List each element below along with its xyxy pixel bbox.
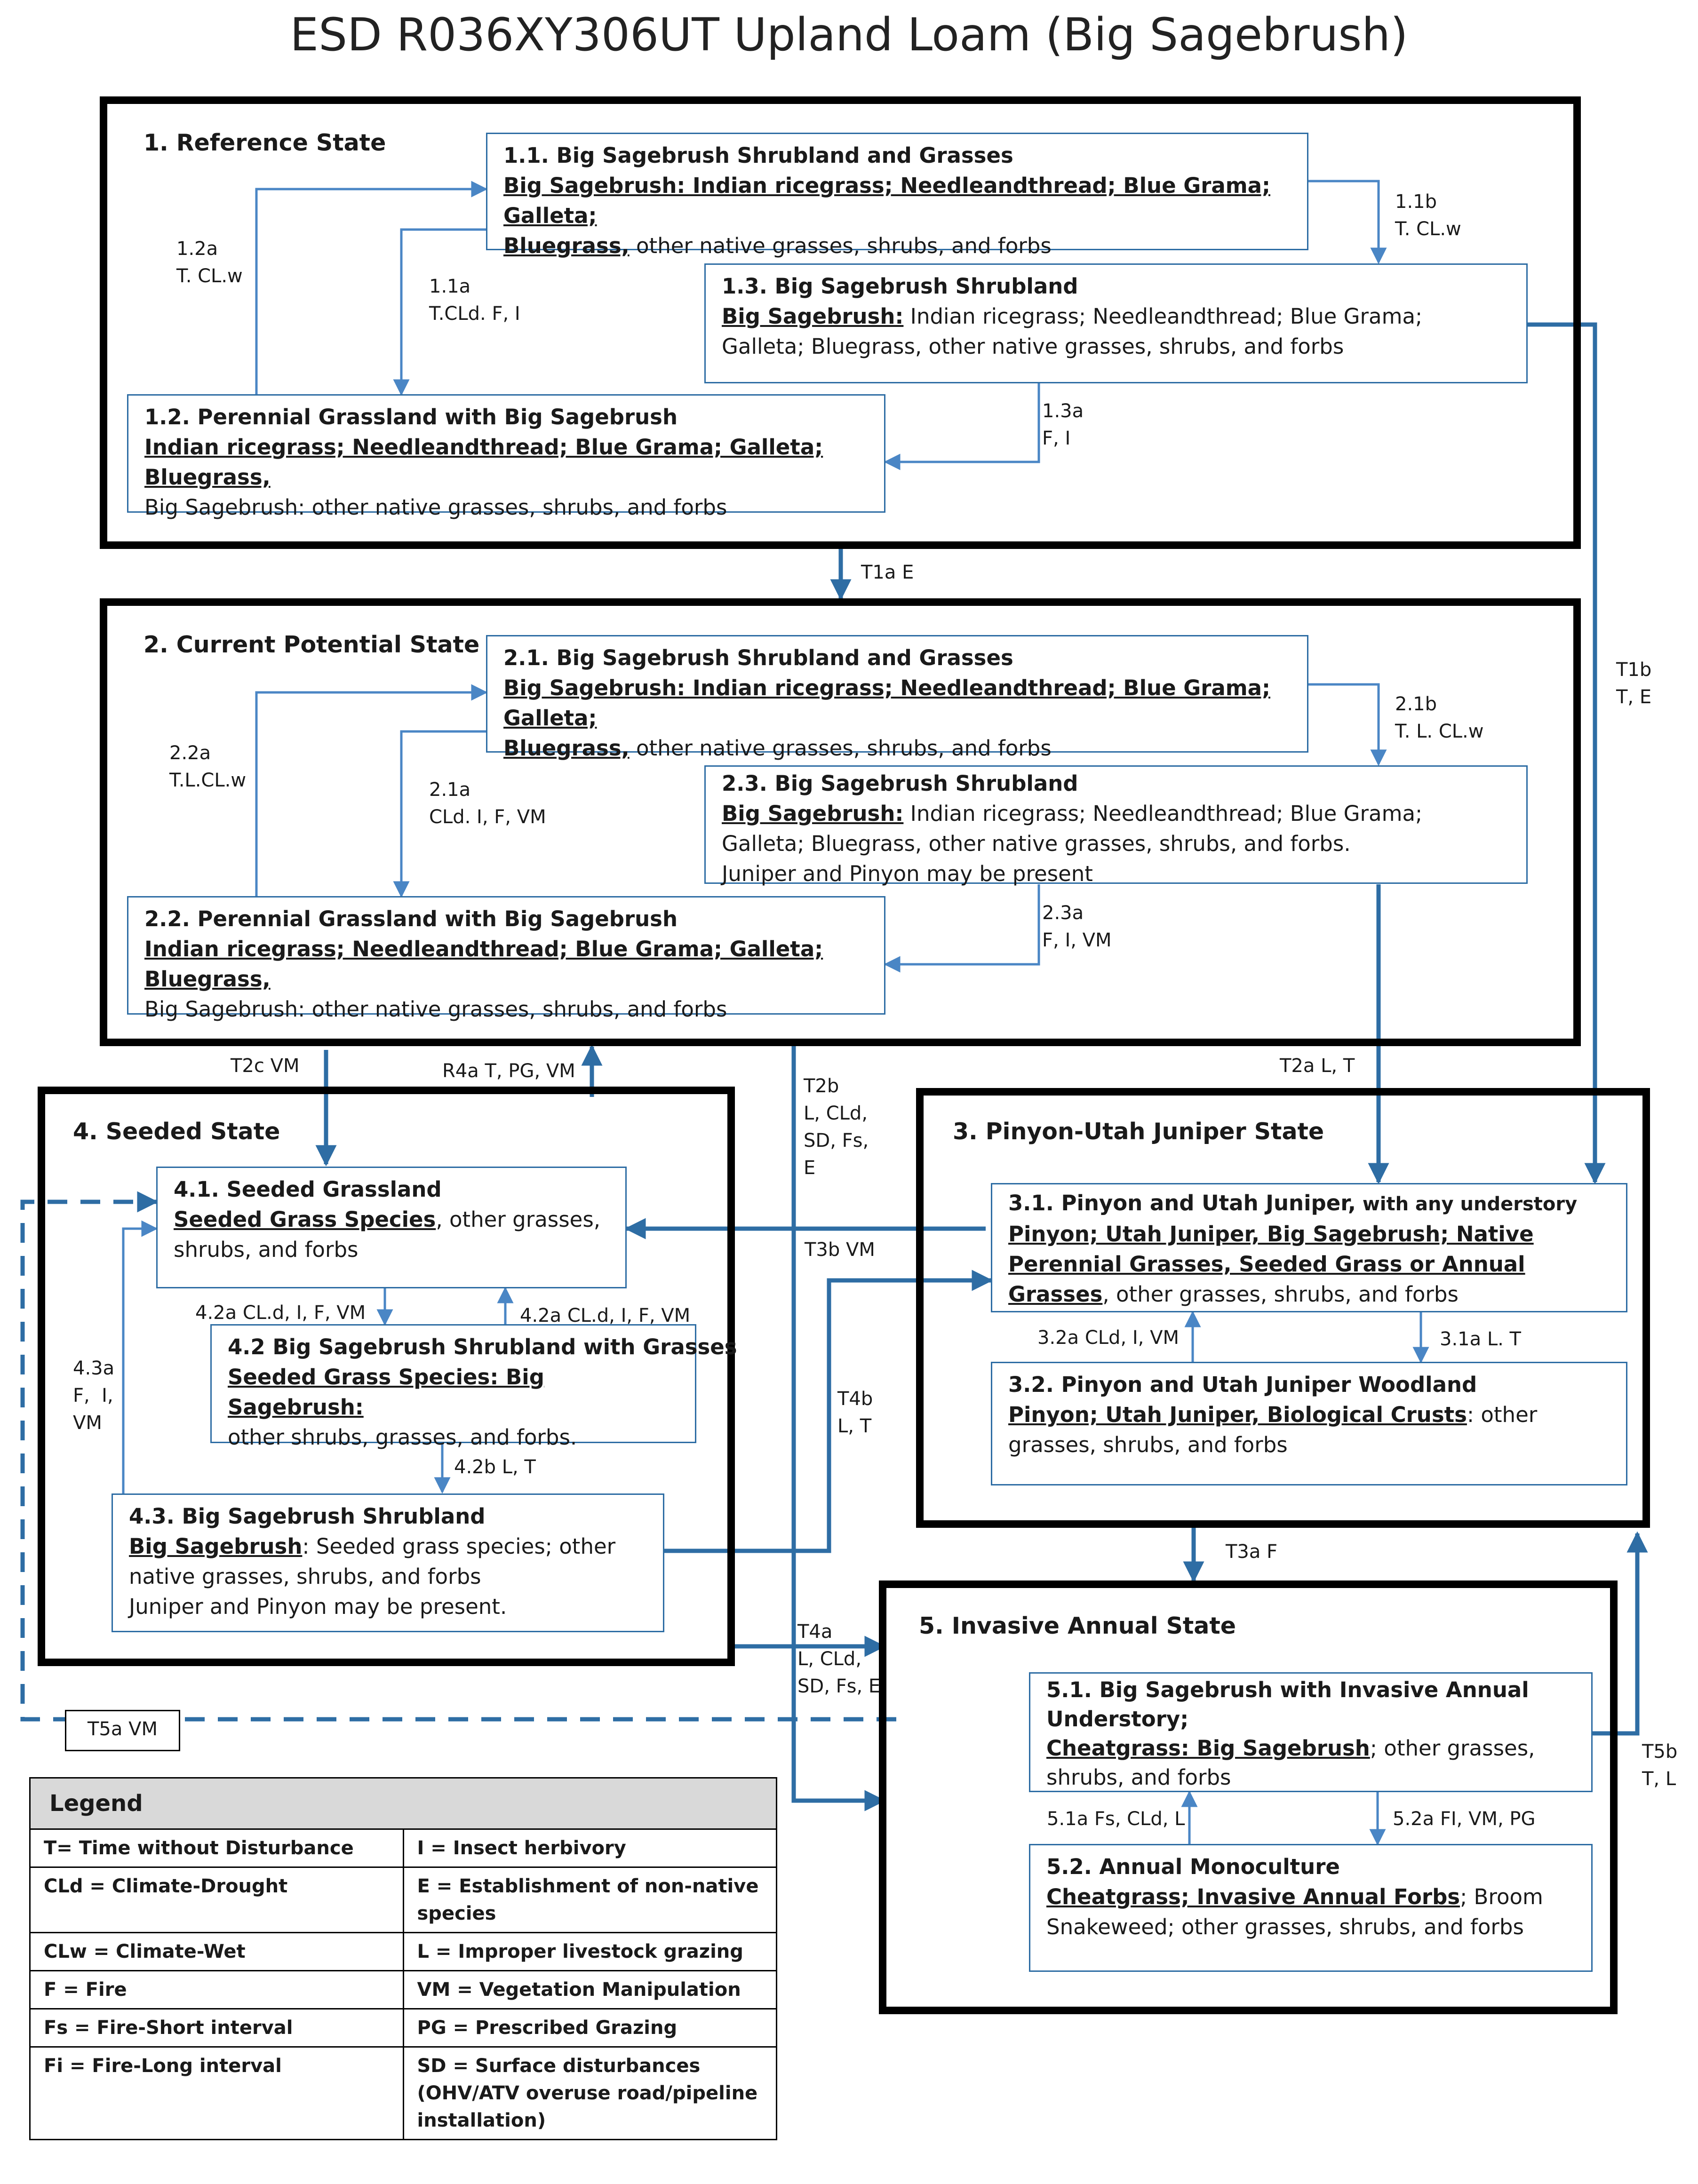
label-t2b: T2b L, CLd, SD, Fs, E xyxy=(804,1075,869,1179)
state-5-title: 5. Invasive Annual State xyxy=(919,1612,1236,1639)
community-1-2-title: 1.2. Perennial Grassland with Big Sagebr… xyxy=(144,405,678,429)
community-3-2: 3.2. Pinyon and Utah Juniper Woodland Pi… xyxy=(991,1362,1627,1485)
community-4-1-title: 4.1. Seeded Grassland xyxy=(174,1177,442,1202)
state-1-title: 1. Reference State xyxy=(143,129,386,156)
community-1-1-title: 1.1. Big Sagebrush Shrubland and Grasses xyxy=(503,143,1013,168)
state-4-seeded xyxy=(38,1087,735,1666)
state-3-pinyon-juniper xyxy=(916,1088,1650,1528)
label-5-2a: 5.2a FI, VM, PG xyxy=(1393,1808,1536,1830)
community-1-1: 1.1. Big Sagebrush Shrubland and Grasses… xyxy=(486,133,1308,258)
community-2-3: 2.3. Big Sagebrush Shrubland Big Sagebru… xyxy=(704,765,1528,886)
label-5-1a: 5.1a Fs, CLd, L xyxy=(1047,1808,1185,1830)
community-5-2-title: 5.2. Annual Monoculture xyxy=(1046,1854,1340,1879)
label-1-3a: 1.3a F, I xyxy=(1042,400,1084,449)
arrow-1-2a xyxy=(255,181,488,394)
community-5-1-title: 5.1. Big Sagebrush with Invasive Annual xyxy=(1046,1677,1529,1702)
arrow-1-1a xyxy=(393,228,486,396)
community-3-2-title: 3.2. Pinyon and Utah Juniper Woodland xyxy=(1008,1372,1477,1397)
label-2-2a: 2.2a T.L.CL.w xyxy=(169,742,247,791)
community-5-1: 5.1. Big Sagebrush with Invasive Annual … xyxy=(1029,1672,1593,1792)
community-1-3-title: 1.3. Big Sagebrush Shrubland xyxy=(722,274,1078,299)
arrow-2-3a xyxy=(884,884,1040,973)
community-2-2: 2.2. Perennial Grassland with Big Sagebr… xyxy=(127,896,885,1022)
state-5-invasive-annual xyxy=(879,1580,1618,2014)
label-t1a: T1a E xyxy=(861,562,914,583)
label-1-1b: 1.1b T. CL.w xyxy=(1395,191,1461,240)
label-t1b: T1b T, E xyxy=(1616,659,1652,708)
community-1-2: 1.2. Perennial Grassland with Big Sagebr… xyxy=(127,394,885,520)
community-4-1: 4.1. Seeded Grassland Seeded Grass Speci… xyxy=(156,1167,627,1288)
legend-header: Legend xyxy=(29,1777,777,1830)
arrow-t5a xyxy=(20,1191,896,1722)
label-2-1b: 2.1b T. L. CL.w xyxy=(1395,693,1484,742)
label-t4a: T4a L, CLd, SD, Fs, E xyxy=(797,1621,881,1697)
diagram-title: ESD R036XY306UT Upland Loam (Big Sagebru… xyxy=(290,8,1408,61)
label-t3a: T3a F xyxy=(1226,1541,1278,1563)
community-1-3: 1.3. Big Sagebrush Shrubland Big Sagebru… xyxy=(704,263,1528,383)
community-3-1-title: 3.1. Pinyon and Utah Juniper, with any u… xyxy=(1008,1191,1578,1215)
community-4-3-title: 4.3. Big Sagebrush Shrubland xyxy=(129,1504,486,1529)
community-4-3: 4.3. Big Sagebrush Shrubland Big Sagebru… xyxy=(112,1493,664,1632)
community-5-2: 5.2. Annual Monoculture Cheatgrass; Inva… xyxy=(1029,1844,1593,1972)
label-3-2a: 3.2a CLd, I, VM xyxy=(1037,1327,1179,1349)
arrow-2-1b xyxy=(1308,683,1387,766)
state-2-current-potential xyxy=(100,598,1581,1046)
arrow-t1b xyxy=(1528,322,1606,1184)
label-t2a: T2a L, T xyxy=(1280,1055,1355,1077)
arrow-1-3a xyxy=(884,383,1040,470)
community-4-2-title: 4.2 Big Sagebrush Shrubland with Grasses xyxy=(228,1334,737,1359)
label-1-1a: 1.1a T.CLd. F, I xyxy=(429,276,520,325)
arrow-t2b xyxy=(791,1043,886,1811)
community-4-2: 4.2 Big Sagebrush Shrubland with Grasses… xyxy=(210,1324,737,1450)
state-3-title: 3. Pinyon-Utah Juniper State xyxy=(953,1118,1324,1145)
label-t2c: T2c VM xyxy=(231,1055,300,1077)
community-2-3-title: 2.3. Big Sagebrush Shrubland xyxy=(722,771,1078,796)
arrow-t4b xyxy=(664,1270,993,1553)
label-r4a: R4a T, PG, VM xyxy=(442,1060,575,1082)
label-2-1a: 2.1a CLd. I, F, VM xyxy=(429,779,546,828)
state-4-title: 4. Seeded State xyxy=(73,1118,280,1145)
arrow-4-3a xyxy=(122,1220,158,1493)
arrow-2-1a xyxy=(393,730,486,898)
label-4-2b: 4.2b L, T xyxy=(454,1456,536,1478)
community-2-1: 2.1. Big Sagebrush Shrubland and Grasses… xyxy=(486,635,1308,761)
label-4-3a: 4.3a F, I, VM xyxy=(73,1358,115,1434)
community-5-1-title-2: Understory; xyxy=(1046,1707,1189,1731)
label-t5b: T5b T, L xyxy=(1642,1741,1678,1790)
label-3-1a: 3.1a L. T xyxy=(1440,1328,1521,1350)
arrow-t5b xyxy=(1593,1531,1648,1736)
state-2-title: 2. Current Potential State xyxy=(143,631,480,658)
state-1-reference xyxy=(100,96,1581,549)
label-1-2a: 1.2a T. CL.w xyxy=(176,238,243,287)
label-4-2a-down: 4.2a CL.d, I, F, VM xyxy=(195,1302,366,1324)
arrow-1-1b xyxy=(1308,180,1387,264)
label-4-2a-up: 4.2a CL.d, I, F, VM xyxy=(520,1305,691,1326)
community-3-1: 3.1. Pinyon and Utah Juniper, with any u… xyxy=(991,1183,1627,1312)
community-2-2-title: 2.2. Perennial Grassland with Big Sagebr… xyxy=(144,906,678,931)
label-t3b: T3b VM xyxy=(805,1239,875,1261)
label-t4b: T4b L, T xyxy=(837,1388,873,1437)
community-2-1-title: 2.1. Big Sagebrush Shrubland and Grasses xyxy=(503,645,1013,670)
arrow-2-2a xyxy=(255,684,488,896)
label-t5a-box: T5a VM xyxy=(65,1710,180,1751)
label-2-3a: 2.3a F, I, VM xyxy=(1042,902,1112,951)
